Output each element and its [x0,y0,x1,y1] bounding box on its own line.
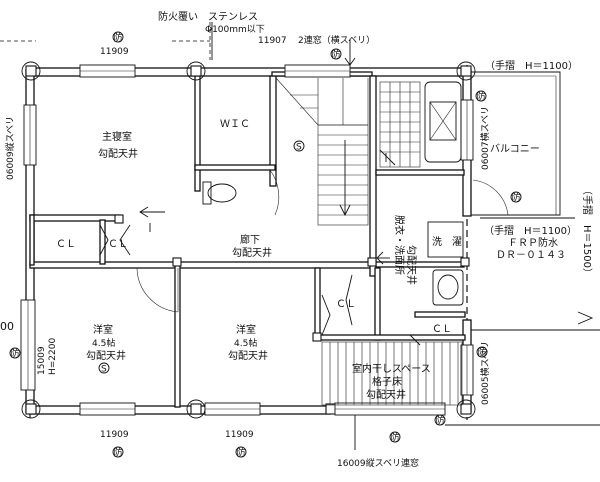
bathroom [379,81,462,168]
direction-arrows [139,22,390,450]
label-grating-floor: 格子床 [372,375,402,388]
label-master-bedroom: 主寝室 [102,130,132,143]
label-window-top-left: 11909 [100,47,129,57]
label-fire-cover-size: Φ100mm以下 [205,25,265,35]
label-window-left-low-h: H=2200 [48,338,58,375]
balcony-outline [445,71,600,426]
label-dressing-ceiling: 勾配天井 [405,245,418,285]
label-frp-code: ＤＲ－０１４３ [496,250,566,261]
label-edge-digits: 00 [0,320,14,333]
label-handrail-mid: （手摺 H＝1100） [484,224,577,237]
label-hallway: 廊下 [240,233,260,246]
label-master-ceiling: 勾配天井 [98,147,138,160]
door-swings [99,179,509,346]
smoke-mark-2: S [101,365,107,375]
label-wic: ＷＩＣ [220,119,250,130]
label-tatami-1: 4.5帖 [92,337,115,349]
vertical-labels: 06009縦スベリ 15009 H=2200 06007横スベリ 06005横ス… [4,106,594,405]
fire-mark-4: 防 [512,192,521,204]
label-window-bottom-note: 16009縦スベリ連窓 [337,457,419,469]
fire-mark-2: 防 [332,49,341,61]
fire-mark-3: 防 [477,91,486,103]
label-western-room-2: 洋室 [236,323,256,336]
label-handrail-side: （手摺 H＝1500） [581,185,594,278]
fire-marks: 防 防 防 防 防 防 防 防 防 防 [9,32,522,459]
label-cl-bottom: ＣＬ [432,324,452,335]
fire-mark-1: 防 [114,32,123,44]
grating-floor [321,341,463,406]
label-hallway-ceiling: 勾配天井 [232,246,272,259]
fire-mark-9: 防 [391,432,400,444]
label-laundry: 洗 濯 [432,236,462,248]
columns [25,65,472,415]
fire-mark-10: 防 [436,415,445,427]
label-western-room-1: 洋室 [93,323,113,336]
label-window-top-right: 2連窓（横スベリ） [298,34,375,46]
label-drying-ceiling: 勾配天井 [366,388,406,401]
grid-circles [21,61,476,419]
label-cl-right: ＣＬ [336,299,356,310]
label-tatami-2: 4.5帖 [234,337,257,349]
windows [20,64,474,416]
label-window-bottom-left: 11909 [100,430,129,440]
label-cl-left: ＣＬ [56,239,76,250]
label-balcony: バルコニー [490,143,540,155]
label-window-left-side: 06009縦スベリ [4,116,16,180]
toilet [202,169,280,216]
smoke-mark-1: S [296,143,302,153]
fire-mark-5: 防 [11,348,20,360]
label-window-left-low: 15009 [37,346,47,375]
fire-mark-8: 防 [237,447,246,459]
label-window-right-1: 06007横スベリ [479,106,491,170]
label-handrail-top: （手摺 H＝1100） [485,59,578,72]
label-ceiling-1: 勾配天井 [86,349,126,362]
plan-labels: 防火覆い ステンレス Φ100mm以下 11909 11907 2連窓（横スベリ… [0,10,578,469]
label-dressing: 脱衣・洗面所 [393,215,406,275]
label-window-bottom-mid: 11909 [225,430,254,440]
label-frp: ＦＲＰ防水 [508,236,558,249]
label-fire-cover: 防火覆い ステンレス [158,10,258,23]
label-cl-mid: ＣＬ [108,239,128,250]
label-ceiling-2: 勾配天井 [228,349,268,362]
staircase [275,77,369,226]
fire-mark-7: 防 [114,447,123,459]
label-drying-space: 室内干しスペース [352,362,431,375]
fire-mark-6: 防 [478,347,487,359]
label-window-top-mid: 11907 [258,36,287,46]
washroom-fixtures [427,221,464,306]
smoke-detectors: S S [98,140,305,375]
